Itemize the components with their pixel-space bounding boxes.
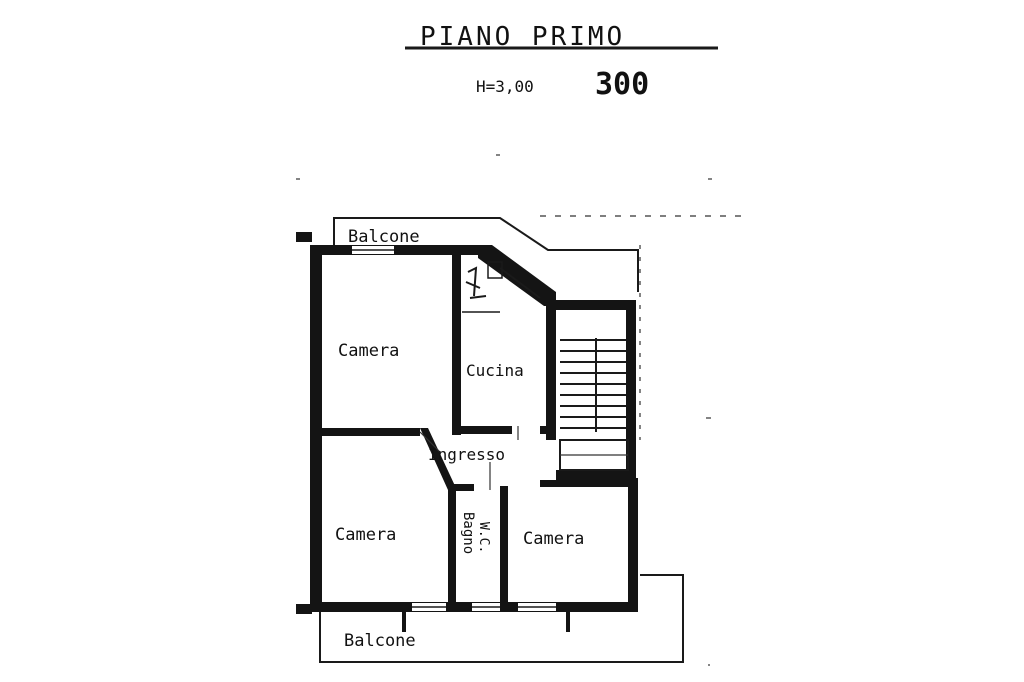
label-bagno: Bagno	[460, 512, 476, 554]
plan-number: 300	[595, 67, 649, 102]
label-camera-se: Camera	[523, 529, 584, 549]
label-camera-nw: Camera	[338, 341, 399, 361]
site-marks	[296, 154, 745, 666]
exterior-walls	[296, 232, 638, 632]
plan-title: PIANO PRIMO	[420, 22, 625, 52]
room-labels: Balcone Camera Cucina Ingresso Camera Ba…	[335, 227, 584, 651]
plan-header: PIANO PRIMO H=3,00 300	[405, 22, 718, 102]
label-cucina: Cucina	[466, 361, 524, 380]
label-balcone-top: Balcone	[348, 227, 420, 247]
label-camera-sw: Camera	[335, 525, 396, 545]
interior-walls	[320, 255, 630, 604]
label-ingresso: Ingresso	[428, 445, 505, 464]
label-wc: W.C.	[476, 522, 491, 553]
height-note: H=3,00	[476, 77, 534, 96]
kitchen-fixtures	[465, 261, 503, 299]
bottom-balcony-outline	[319, 574, 684, 663]
staircase	[559, 338, 629, 471]
label-balcone-bottom: Balcone	[344, 631, 416, 651]
balconies	[319, 217, 684, 663]
